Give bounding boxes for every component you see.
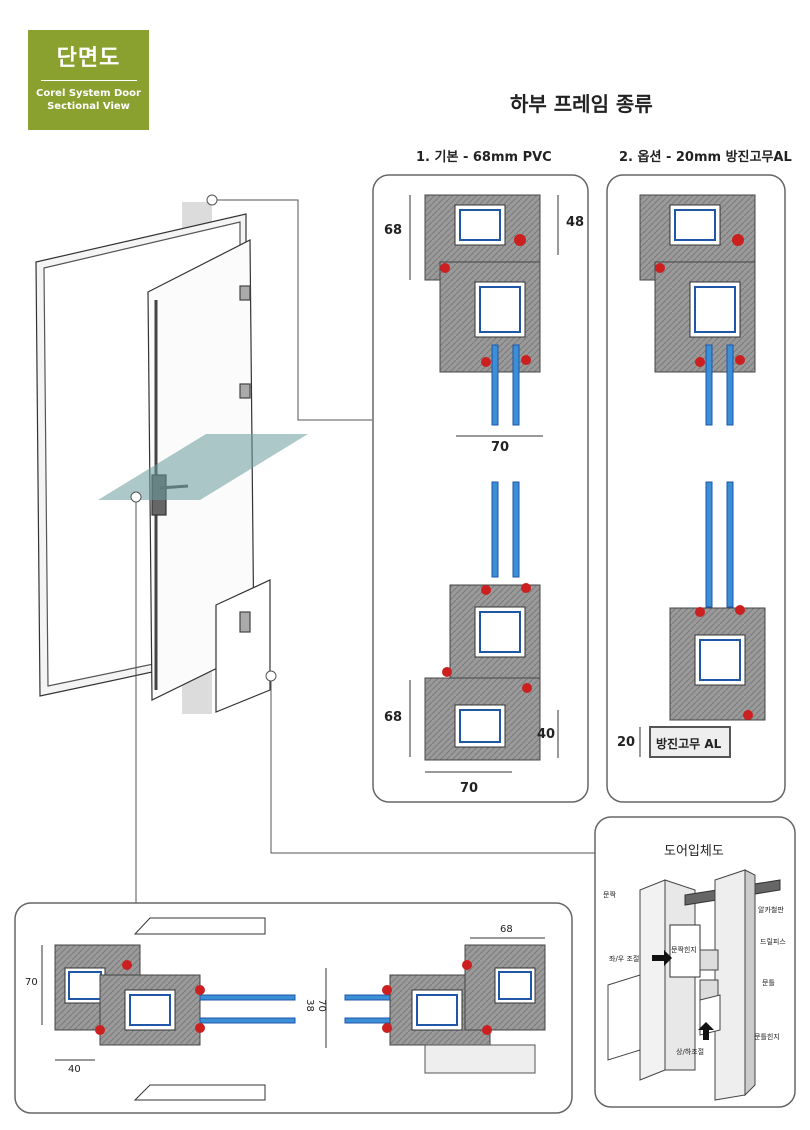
- iso-label-hinge: 문짝힌지: [671, 946, 697, 954]
- badge-line1: Corel System Door: [36, 88, 141, 99]
- rubber-al-tag: 방진고무 AL: [656, 737, 722, 751]
- iso-title: 도어입체도: [664, 844, 724, 859]
- badge-line2: Sectional View: [47, 101, 130, 112]
- door-perspective: [35, 202, 308, 714]
- dim-20: 20: [617, 735, 636, 750]
- brand-badge: 단면도 Corel System Door Sectional View: [28, 30, 149, 130]
- profile-option1-bottom: [424, 481, 541, 761]
- iso-label-frame-hinge: 문틀힌지: [754, 1033, 780, 1041]
- profile-option2-top: [639, 194, 756, 426]
- dim-lines-option1: [409, 195, 559, 773]
- option2-label: 2. 옵션 - 20mm 방진고무AL: [619, 150, 792, 165]
- badge-divider: [40, 80, 137, 81]
- iso-label-frame: 문틀: [762, 979, 775, 987]
- cut-plane: [98, 434, 308, 500]
- dim-40-left: 40: [68, 1064, 81, 1075]
- badge-title: 단면도: [56, 46, 121, 71]
- horizontal-section: [41, 917, 546, 1101]
- dim-68-bottom: 68: [384, 710, 403, 725]
- option1-label: 1. 기본 - 68mm PVC: [416, 150, 552, 165]
- dim-70-vert: 70: [315, 999, 327, 1012]
- iso-label-door: 문짝: [603, 891, 616, 899]
- iso-label-plate: 알카철판: [758, 906, 784, 914]
- iso-cutout: [215, 579, 271, 713]
- profile-option2-bottom: [649, 481, 766, 758]
- dim-70-top: 70: [491, 440, 510, 455]
- iso-label-bolt: 드릴피스: [760, 938, 786, 946]
- dim-68-top: 68: [384, 223, 403, 238]
- dim-70-bottom: 70: [460, 781, 479, 796]
- dim-68-right: 68: [500, 924, 513, 935]
- dim-48: 48: [566, 215, 585, 230]
- iso-inset: [607, 869, 781, 1101]
- leader-lines: [130, 194, 596, 903]
- dim-40: 40: [537, 727, 556, 742]
- profile-option1-top: [424, 194, 541, 426]
- iso-label-ud: 상/하조절: [676, 1048, 705, 1056]
- iso-label-lr: 좌/우 조절: [609, 955, 640, 963]
- dim-70-left: 70: [25, 977, 38, 988]
- dim-38-vert: 38: [303, 999, 315, 1012]
- page-title: 하부 프레임 종류: [510, 92, 653, 116]
